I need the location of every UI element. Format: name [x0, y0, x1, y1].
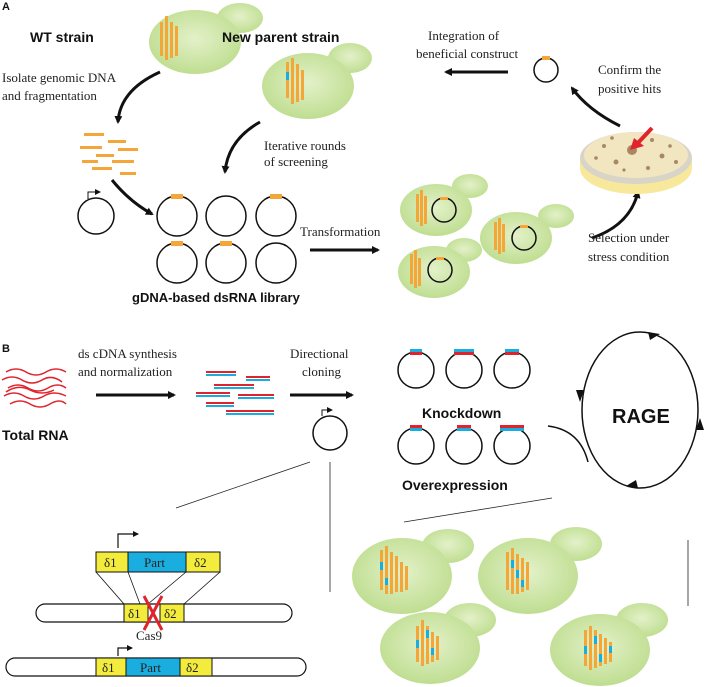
arrow-selection — [591, 190, 641, 240]
zoom-line-right-top — [403, 497, 553, 523]
construct-delta2: δ2 — [194, 555, 207, 570]
integration-text-1: Integration of — [428, 28, 500, 43]
overexpression-label: Overexpression — [402, 477, 508, 493]
construct-delta1: δ1 — [104, 555, 117, 570]
arrow-wt-to-fragments — [114, 70, 161, 124]
confirm-text-2: positive hits — [598, 81, 661, 96]
directional-text-1: Directional — [290, 346, 349, 361]
wt-strain-cell — [149, 3, 263, 74]
isolate-text-2: and fragmentation — [2, 88, 97, 103]
selection-text-2: stress condition — [588, 249, 670, 264]
new-parent-chromosome-bars — [286, 58, 304, 104]
result-delta2: δ2 — [186, 660, 199, 675]
library-title: gDNA-based dsRNA library — [132, 290, 301, 305]
dna-fragments — [80, 133, 138, 175]
directional-text-2: cloning — [302, 364, 341, 379]
chromosome-result — [5, 645, 307, 677]
transformation-label: Transformation — [300, 224, 381, 239]
evolved-cell-2 — [478, 527, 602, 614]
total-rna-strands — [1, 368, 67, 408]
cas9-label: Cas9 — [136, 628, 162, 643]
isolate-text-1: Isolate genomic DNA — [2, 70, 117, 85]
transformed-cell-2 — [398, 238, 482, 298]
result-part: Part — [140, 660, 161, 675]
knockdown-label: Knockdown — [422, 405, 501, 421]
arrow-confirm — [570, 86, 621, 128]
arrow-parent-to-library — [221, 120, 261, 174]
ds-cdna-text-2: and normalization — [78, 364, 173, 379]
confirm-text-1: Confirm the — [598, 62, 661, 77]
iterative-text-2: of screening — [264, 154, 328, 169]
knockdown-plasmids — [397, 349, 531, 389]
new-parent-strain-cell — [262, 43, 372, 119]
wt-chromosome-bars — [160, 16, 178, 60]
iterative-text-1: Iterative rounds — [264, 138, 346, 153]
evolved-cell-4 — [550, 603, 668, 686]
cloning-vector — [312, 407, 348, 451]
construct-part: Part — [144, 555, 165, 570]
ds-cdna-fragments — [196, 371, 274, 415]
petri-plate — [580, 126, 692, 194]
integration-text-2: beneficial construct — [416, 46, 519, 61]
transformed-cell-3 — [480, 204, 574, 264]
ds-cdna-text-1: ds cDNA synthesis — [78, 346, 177, 361]
empty-vector-plasmid — [77, 189, 115, 235]
chromosome-target — [35, 595, 293, 631]
evolved-cell-3 — [380, 603, 496, 684]
zoom-line-left — [175, 461, 311, 509]
rage-label: RAGE — [612, 406, 670, 428]
target-delta2: δ2 — [164, 606, 177, 621]
target-delta1: δ1 — [128, 606, 141, 621]
overexpression-plasmids — [397, 425, 531, 465]
dsrna-library-plasmids — [156, 194, 297, 284]
result-delta1: δ1 — [102, 660, 115, 675]
positive-hit-plasmid — [533, 56, 559, 83]
arrow-fragments-to-library — [110, 179, 154, 216]
rage-cycle — [547, 331, 704, 489]
new-parent-strain-label: New parent strain — [222, 29, 339, 45]
panel-b-label: B — [2, 343, 10, 355]
wt-strain-label: WT strain — [30, 29, 94, 45]
evolved-cell-1 — [352, 529, 474, 614]
total-rna-label: Total RNA — [2, 427, 69, 443]
panel-a-label: A — [2, 1, 10, 13]
integration-construct — [95, 531, 221, 605]
transformed-cell-1 — [400, 174, 488, 236]
selection-text-1: Selection under — [588, 230, 670, 245]
